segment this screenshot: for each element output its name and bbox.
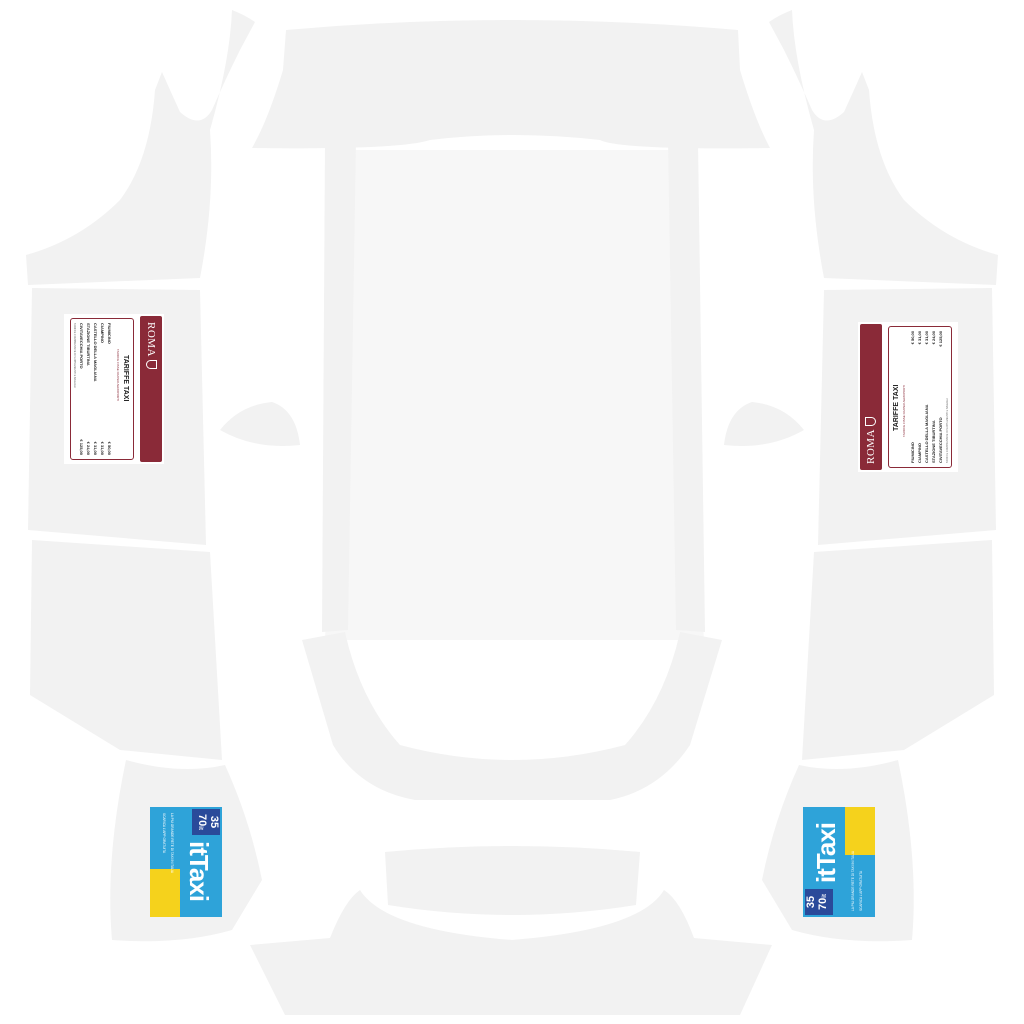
left-front-fender	[26, 10, 255, 285]
right-rear-door	[802, 540, 994, 760]
tariff-city: ROMA	[145, 322, 157, 358]
ittaxi-tagline-2: SCARICA L'APP GRATUITA	[162, 813, 166, 854]
rear-bumper-panel	[250, 890, 772, 1015]
tariff-row: FIUMICINO€ 50,00	[910, 331, 915, 463]
tariff-subtitle: TARIFFE FISSE DA/PER AEROPORTI	[116, 349, 120, 402]
tariff-card-right: ROMA TARIFFE TAXI TARIFFE FISSE DA/PER A…	[858, 322, 958, 472]
body-center-panel	[325, 150, 704, 640]
trunk-panel	[385, 846, 640, 915]
hood-panel	[252, 20, 770, 149]
ittaxi-sticker-right: 35 70it itTaxi LA PIU GRANDE RETE DI TAX…	[803, 807, 875, 917]
tariff-row: STAZIONE TIBURTINA€ 24,00	[86, 323, 91, 455]
tariff-rows: FIUMICINO€ 50,00 CIAMPINO€ 31,00 CASTELL…	[78, 323, 113, 455]
tariff-subtitle: TARIFFE FISSE DA/PER AEROPORTI	[902, 384, 906, 437]
ittaxi-tagline: LA PIU GRANDE RETE DI TAXI IN ITALIA	[170, 813, 174, 874]
ittaxi-number-badge: 35 70it	[192, 809, 220, 835]
left-mirror	[220, 402, 300, 446]
pillar-right	[668, 140, 705, 632]
ittaxi-logo: itTaxi	[811, 823, 841, 883]
tariff-rows: FIUMICINO€ 50,00 CIAMPINO€ 31,00 CASTELL…	[909, 331, 944, 463]
tariff-row: CIVITAVECCHIA PORTO€ 125,00	[938, 331, 943, 463]
tariff-title: TARIFFE TAXI	[893, 384, 900, 431]
tariff-row: STAZIONE TIBURTINA€ 24,00	[931, 331, 936, 463]
tariff-row: CASTELLO DELLA MAGLIANA€ 31,00	[93, 323, 98, 455]
tariff-footer: TARIFFE COMPRENSIVE DI SUPPLEMENTI E BAG…	[73, 323, 76, 388]
rome-crest-icon	[865, 417, 876, 426]
left-rear-door	[30, 540, 222, 760]
pillar-left	[322, 140, 356, 632]
tariff-city: ROMA	[865, 428, 877, 464]
ittaxi-number-badge: 35 70it	[805, 889, 833, 915]
tariff-header: ROMA	[860, 324, 882, 470]
tariff-footer: TARIFFE COMPRENSIVE DI SUPPLEMENTI E BAG…	[946, 398, 949, 463]
tariff-row: FIUMICINO€ 50,00	[107, 323, 112, 455]
right-mirror	[724, 402, 804, 446]
tariff-header: ROMA	[140, 316, 162, 462]
tariff-card-left: ROMA TARIFFE TAXI TARIFFE FISSE DA/PER A…	[64, 314, 164, 464]
tariff-row: CASTELLO DELLA MAGLIANA€ 31,00	[924, 331, 929, 463]
tariff-title: TARIFFE TAXI	[122, 355, 129, 402]
rear-window-panel	[302, 632, 722, 800]
tariff-box: TARIFFE TAXI TARIFFE FISSE DA/PER AEROPO…	[888, 326, 952, 468]
tariff-box: TARIFFE TAXI TARIFFE FISSE DA/PER AEROPO…	[70, 318, 134, 460]
right-front-fender	[769, 10, 998, 285]
rome-crest-icon	[146, 360, 157, 369]
ittaxi-tagline: LA PIU GRANDE RETE DI TAXI IN ITALIA	[851, 850, 855, 911]
tariff-row: CIAMPINO€ 31,00	[917, 331, 922, 463]
ittaxi-logo: itTaxi	[184, 841, 214, 901]
tariff-row: CIVITAVECCHIA PORTO€ 125,00	[79, 323, 84, 455]
ittaxi-sticker-left: 35 70it itTaxi LA PIU GRANDE RETE DI TAX…	[150, 807, 222, 917]
tariff-row: CIAMPINO€ 31,00	[100, 323, 105, 455]
ittaxi-tagline-2: SCARICA L'APP GRATUITA	[859, 870, 863, 911]
